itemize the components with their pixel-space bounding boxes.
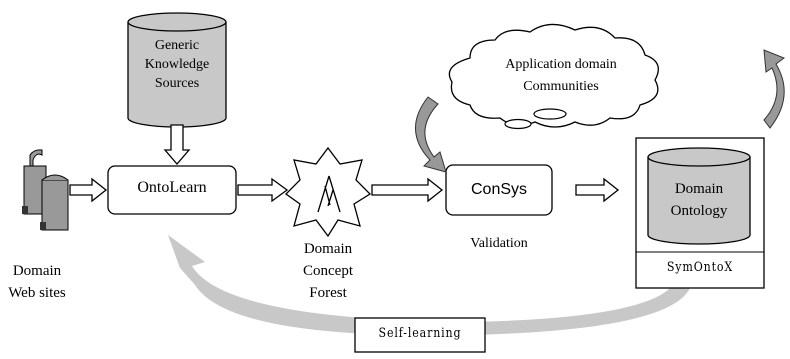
ontology-line1: Domain: [674, 181, 724, 197]
arrow-sources-to-ontolearn: [163, 124, 191, 165]
forest-line3: Forest: [309, 285, 347, 301]
generic-sources-label: Generic Knowledge Sources: [128, 36, 226, 93]
forest-line2: Concept: [303, 263, 353, 279]
ontology-line2: Ontology: [670, 203, 728, 219]
generic-sources-line1: Generic: [154, 38, 200, 53]
forest-line1: Domain: [303, 241, 353, 257]
arrow-forest-to-consys: [371, 177, 444, 203]
arrow-web-sites-to-ontolearn: [69, 177, 108, 203]
domain-ontology-cylinder: [647, 147, 751, 245]
symontox-label: SymOntoX: [666, 260, 734, 275]
domain-ontology-label: Domain Ontology: [648, 178, 750, 222]
arrow-ontolearn-to-forest: [237, 177, 289, 203]
ontolearn-label: OntoLearn: [137, 179, 207, 196]
communities-line1: Application domain: [505, 57, 617, 72]
self-learning-label: Self-learning: [378, 326, 462, 341]
generic-sources-line3: Sources: [154, 76, 200, 91]
validation-label: Validation: [470, 236, 528, 251]
domain-web-sites-line1: Domain: [12, 263, 62, 279]
domain-concept-forest-icon: [284, 146, 372, 238]
domain-web-sites-line2: Web sites: [8, 285, 66, 301]
application-domain-communities-cloud: [448, 23, 659, 130]
ontolearn-box: [107, 165, 237, 215]
consys-box: [445, 164, 553, 216]
web-sites-documents-icon: [22, 149, 69, 231]
self-learning-box: [354, 317, 486, 353]
consys-curved-arrow: [415, 96, 447, 173]
domain-web-sites-label: Domain Web sites: [2, 260, 72, 304]
application-communities-label: Application domain Communities: [476, 54, 646, 98]
domain-concept-forest-label: Domain Concept Forest: [290, 238, 366, 304]
generic-knowledge-sources-cylinder: [127, 12, 227, 128]
generic-sources-line2: Knowledge: [144, 57, 210, 72]
consys-label: ConSys: [470, 181, 528, 198]
arrow-consys-to-ontology: [575, 177, 620, 203]
ontology-curved-arrow: [763, 49, 786, 129]
communities-line2: Communities: [523, 79, 599, 94]
